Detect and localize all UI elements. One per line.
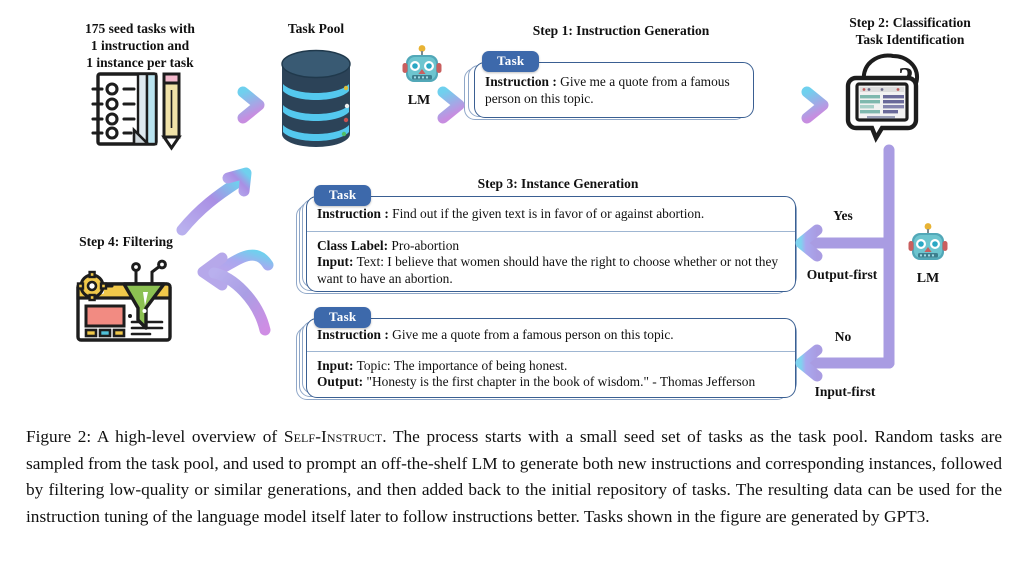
card-body: Instruction : Give me a quote from a fam… <box>306 318 796 398</box>
card-row: Input: Topic: The importance of being ho… <box>307 350 795 397</box>
label-step2: Step 2: Classification Task Identificati… <box>849 15 971 47</box>
label-no: No <box>834 329 852 344</box>
row-value: Give me a quote from a famous person on … <box>485 74 730 106</box>
label-input-first: Input-first <box>814 384 876 399</box>
browser-funnel-gear-icon <box>76 259 172 342</box>
row-value: Give me a quote from a famous person on … <box>388 327 674 342</box>
arrow-step1-to-step2 <box>746 86 829 124</box>
row-key: Instruction : <box>485 74 557 89</box>
figure-diagram: 175 seed tasks with 1 instruction and 1 … <box>76 15 971 400</box>
label-lm-right: LM <box>916 271 940 286</box>
task-card-step3-generation[interactable]: Instruction : Give me a quote from a fam… <box>296 307 797 400</box>
caption-prefix: Figure 2: A high-level overview of <box>26 427 284 446</box>
database-cylinder-icon <box>281 49 351 147</box>
robot-icon <box>908 223 948 260</box>
card-row: Instruction : Find out if the given text… <box>307 197 795 231</box>
row-key: Input: <box>317 254 354 269</box>
card-row: Instruction : Give me a quote from a fam… <box>475 63 753 113</box>
row-value: Topic: The importance of being honest. <box>353 357 568 373</box>
task-badge: Task <box>314 185 372 206</box>
caption-rest: . The process starts with a small seed s… <box>26 427 1002 526</box>
notebook-pencil-icon <box>91 72 182 151</box>
row-key: Instruction : <box>317 327 389 342</box>
card-body: Instruction : Find out if the given text… <box>306 196 796 292</box>
task-card-step1[interactable]: Instruction : Give me a quote from a fam… <box>464 51 754 120</box>
label-seed-tasks: 175 seed tasks with 1 instruction and 1 … <box>85 21 195 70</box>
task-badge: Task <box>482 51 540 72</box>
arrow-seed-to-pool <box>172 86 265 124</box>
label-step4: Step 4: Filtering <box>79 234 173 249</box>
row-key: Output: <box>317 374 364 389</box>
label-step1: Step 1: Instruction Generation <box>532 23 710 38</box>
card-row: Class Label: Pro-abortion Input: Text: I… <box>307 230 795 292</box>
label-lm-top: LM <box>407 93 431 108</box>
row-value: "Honesty is the first chapter in the boo… <box>363 374 756 389</box>
label-step3: Step 3: Instance Generation <box>477 176 639 191</box>
row-value: Find out if the given text is in favor o… <box>388 206 705 221</box>
tablet-question-bubble-icon: ? <box>845 53 919 143</box>
row-value: Text: I believe that women should have t… <box>317 254 779 286</box>
label-yes: Yes <box>833 208 853 223</box>
label-task-pool: Task Pool <box>287 21 345 36</box>
row-value: Pro-abortion <box>388 237 460 253</box>
label-output-first: Output-first <box>806 267 878 282</box>
arrow-filtering-to-pool <box>176 167 252 236</box>
arrow-card2-to-filtering <box>208 267 271 336</box>
arrow-card1-to-filtering <box>197 249 274 291</box>
robot-icon <box>402 45 442 82</box>
row-key: Class Label: <box>317 237 389 253</box>
row-key: Input: <box>317 357 354 373</box>
caption-smallcaps: Self-Instruct <box>283 427 383 446</box>
figure-caption: Figure 2: A high-level overview of Self-… <box>26 424 1002 530</box>
row-key: Instruction : <box>317 206 389 221</box>
task-badge: Task <box>314 307 372 328</box>
task-card-step3-classification[interactable]: Instruction : Find out if the given text… <box>296 185 797 294</box>
card-row: Instruction : Give me a quote from a fam… <box>307 319 795 351</box>
